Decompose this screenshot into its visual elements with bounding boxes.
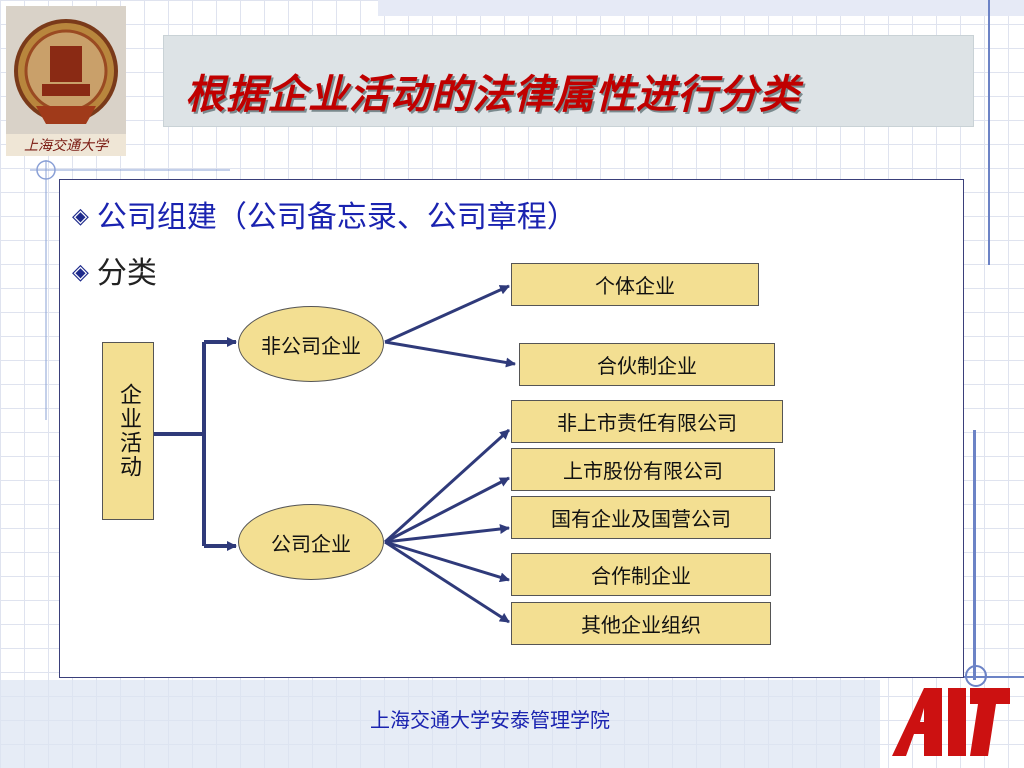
leaf-arrow xyxy=(383,428,511,544)
slide-title: 根据企业活动的法律属性进行分类 xyxy=(185,72,800,118)
footer-text: 上海交通大学安泰管理学院 xyxy=(370,708,610,732)
leaf-node: 非上市责任有限公司 xyxy=(511,400,783,443)
decorative-circle xyxy=(965,665,987,687)
leaf-node: 国有企业及国营公司 xyxy=(511,496,771,539)
ait-logo-icon xyxy=(892,688,1010,756)
leaf-node: 个体企业 xyxy=(511,263,759,306)
root-node: 企业活动 xyxy=(102,342,154,520)
leaf-node: 上市股份有限公司 xyxy=(511,448,775,491)
footer-band xyxy=(0,680,880,768)
right-accent-line xyxy=(988,0,990,265)
leaf-arrow xyxy=(384,524,510,544)
decorative-lines xyxy=(30,160,230,420)
leaf-node: 合伙制企业 xyxy=(519,343,775,386)
bullet-item: ◈分类 xyxy=(72,256,157,291)
diamond-bullet-icon: ◈ xyxy=(72,204,89,229)
leaf-node: 合作制企业 xyxy=(511,553,771,596)
leaf-arrow xyxy=(384,284,510,344)
right-accent-line-lower xyxy=(973,430,976,680)
leaf-arrow xyxy=(384,540,510,583)
branch-node-non-corporate: 非公司企业 xyxy=(238,306,384,382)
university-emblem-icon: 上海交通大学 xyxy=(6,6,126,156)
header-band xyxy=(378,0,1024,16)
title-bar xyxy=(163,35,974,127)
logo-caption: 上海交通大学 xyxy=(24,138,108,154)
branch-node-corporate: 公司企业 xyxy=(238,504,384,580)
leaf-arrow xyxy=(384,476,510,544)
leaf-arrow xyxy=(384,540,510,624)
leaf-arrow xyxy=(384,340,516,368)
bullet-item: ◈公司组建（公司备忘录、公司章程） xyxy=(72,200,577,235)
diamond-bullet-icon: ◈ xyxy=(72,260,89,285)
leaf-node: 其他企业组织 xyxy=(511,602,771,645)
